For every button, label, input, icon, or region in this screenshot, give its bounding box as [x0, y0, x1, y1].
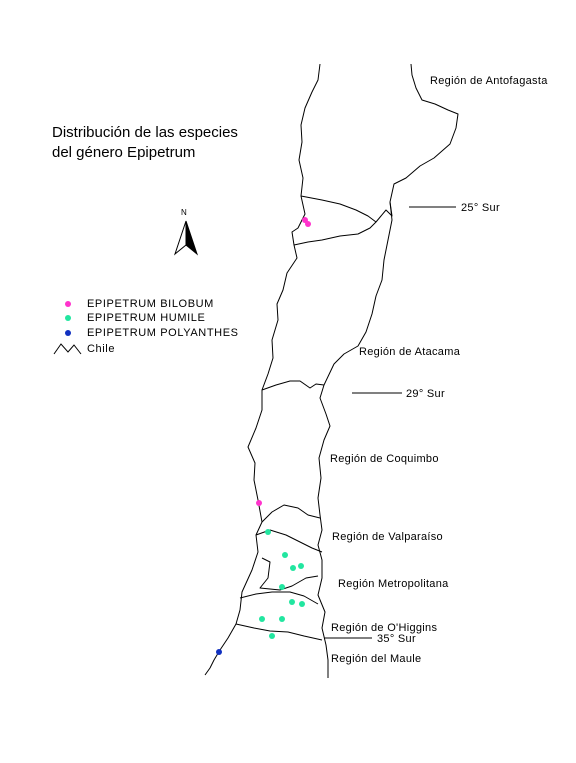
region-label-ohiggins: Región de O'Higgins — [331, 622, 437, 634]
legend-swatch-bilobum — [65, 301, 71, 307]
legend: EPIPETRUM BILOBUM EPIPETRUM HUMILE EPIPE… — [53, 298, 239, 355]
point-humile — [298, 563, 304, 569]
point-humile — [299, 601, 305, 607]
legend-swatch-polyanthes — [65, 330, 71, 336]
chile-eastern-border — [317, 63, 459, 678]
region-label-atacama: Región de Atacama — [359, 346, 461, 358]
legend-label-chile: Chile — [87, 343, 115, 355]
north-arrow-label: N — [181, 208, 187, 217]
point-humile — [279, 584, 285, 590]
region-label-antofagasta: Región de Antofagasta — [430, 75, 548, 87]
legend-boundary-icon — [53, 343, 82, 355]
points-humile — [259, 529, 305, 639]
point-humile — [279, 616, 285, 622]
north-arrow-icon: N — [173, 208, 199, 256]
latitude-label-25: 25° Sur — [461, 202, 500, 214]
point-polyanthes — [216, 649, 222, 655]
point-humile — [289, 599, 295, 605]
point-bilobum — [256, 500, 262, 506]
point-bilobum — [305, 221, 311, 227]
region-label-valparaiso: Región de Valparaíso — [332, 531, 443, 543]
latitude-label-35: 35° Sur — [377, 633, 416, 645]
latitude-label-29: 29° Sur — [406, 388, 445, 400]
region-label-coquimbo: Región de Coquimbo — [330, 453, 439, 465]
chile-coastline — [204, 63, 321, 676]
legend-label-polyanthes: EPIPETRUM POLYANTHES — [87, 327, 239, 339]
point-humile — [265, 529, 271, 535]
point-humile — [282, 552, 288, 558]
points-bilobum — [256, 217, 311, 506]
map-title-line2: del género Epipetrum — [52, 144, 195, 161]
map-title-line1: Distribución de las especies — [52, 124, 238, 141]
region-label-maule: Región del Maule — [331, 653, 421, 665]
point-humile — [269, 633, 275, 639]
points-polyanthes — [216, 649, 222, 655]
point-humile — [259, 616, 265, 622]
legend-label-bilobum: EPIPETRUM BILOBUM — [87, 298, 214, 310]
point-humile — [290, 565, 296, 571]
legend-label-humile: EPIPETRUM HUMILE — [87, 312, 205, 324]
legend-swatch-humile — [65, 315, 71, 321]
region-label-metropolitana: Región Metropolitana — [338, 578, 449, 590]
